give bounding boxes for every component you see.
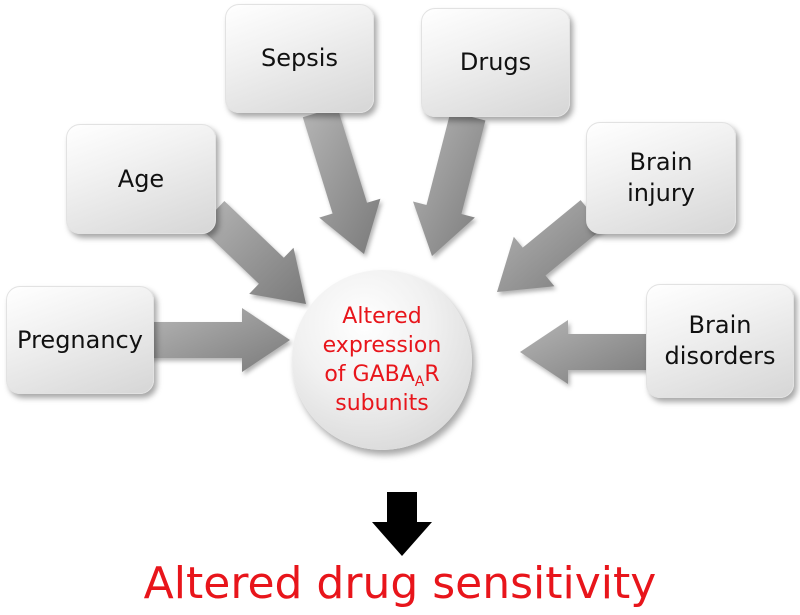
arrow-drugs (413, 111, 486, 256)
arrow-pregnancy (150, 308, 290, 372)
center-line-4: subunits (335, 391, 429, 416)
arrow-sepsis (302, 106, 381, 254)
arrow-result (372, 492, 432, 556)
center-node: Altered expression of GABAAR subunits (292, 270, 472, 450)
center-line-2: expression (322, 333, 442, 358)
center-line-1: Altered (342, 304, 422, 329)
center-line-3: of GABAAR (323, 360, 442, 389)
arrow-brain-injury (497, 200, 604, 292)
factor-age: Age (66, 124, 216, 234)
center-line-3-subscript: A (414, 374, 425, 390)
factor-pregnancy: Pregnancy (6, 286, 154, 394)
factor-brain-disorders: Brain disorders (646, 284, 794, 398)
result-label: Altered drug sensitivity (143, 558, 657, 609)
center-line-3-prefix: of GABA (324, 362, 415, 387)
arrow-age (199, 201, 306, 304)
center-line-3-suffix: R (424, 362, 440, 387)
factor-brain-injury: Brain injury (586, 122, 736, 234)
factor-drugs: Drugs (421, 8, 570, 117)
center-label: Altered expression of GABAAR subunits (323, 302, 442, 418)
factor-sepsis: Sepsis (225, 4, 374, 113)
arrow-brain-disorders (520, 320, 652, 384)
